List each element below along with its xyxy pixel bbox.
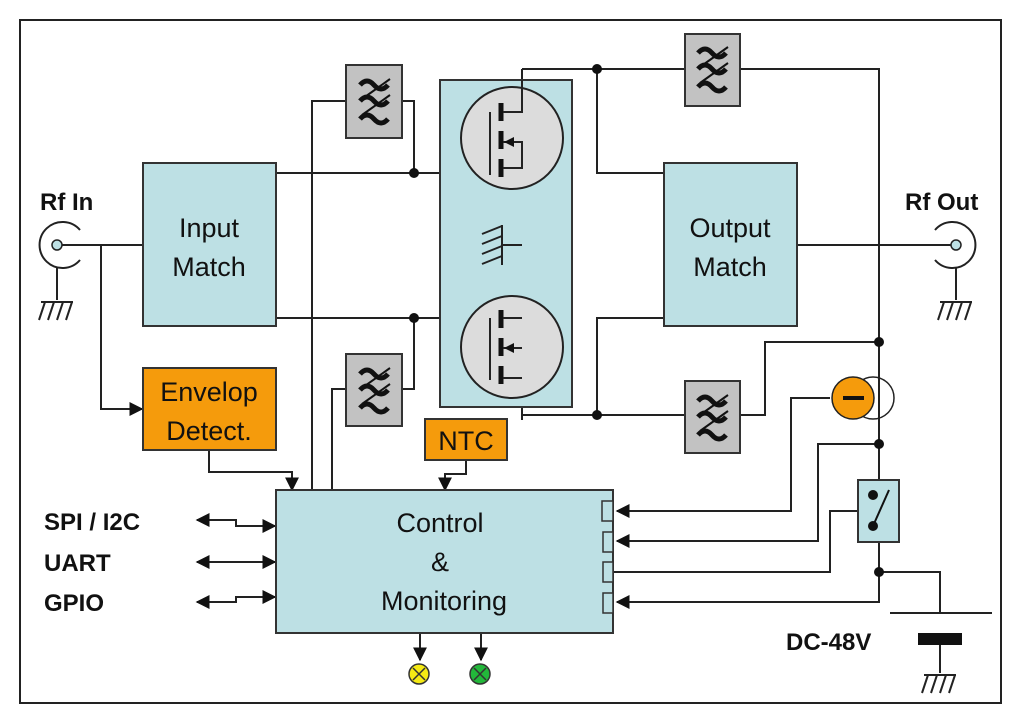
interface-spi-i2c: SPI / I2C xyxy=(44,509,140,536)
control-port-4 xyxy=(602,592,614,614)
yellow-indicator-lamp-icon xyxy=(408,663,430,685)
envelope-detect-line2: Detect. xyxy=(166,416,252,446)
transistor-package xyxy=(439,79,573,408)
control-monitoring-block: Control & Monitoring xyxy=(275,489,614,634)
control-port-3 xyxy=(602,561,614,583)
ground-icon xyxy=(38,301,74,321)
supply-switch-icon xyxy=(857,479,900,543)
rf-out-label: Rf Out xyxy=(905,189,978,216)
filter-top-right xyxy=(684,33,741,107)
diagram-frame xyxy=(19,19,1002,704)
filter-bottom-left xyxy=(345,353,403,427)
rf-in-connector xyxy=(38,221,81,321)
ntc-label: NTC xyxy=(438,426,494,456)
control-line2: & xyxy=(431,547,449,577)
control-port-2 xyxy=(602,531,614,553)
ntc-block: NTC xyxy=(424,418,508,461)
filter-bottom-right xyxy=(684,380,741,454)
envelope-detect-block: Envelop Detect. xyxy=(142,367,277,451)
output-match-line1: Output xyxy=(689,213,771,243)
ground-icon xyxy=(921,674,957,694)
output-match-line2: Match xyxy=(693,252,767,282)
control-line1: Control xyxy=(396,508,483,538)
interface-uart: UART xyxy=(44,550,111,577)
output-match-block: Output Match xyxy=(663,162,798,327)
green-indicator-lamp-icon xyxy=(469,663,491,685)
control-line3: Monitoring xyxy=(381,586,507,616)
dc-supply-label: DC-48V xyxy=(786,629,871,656)
mosfet-bottom-icon xyxy=(460,295,564,399)
rf-out-connector xyxy=(934,221,977,321)
ground-icon xyxy=(481,225,522,265)
rf-in-label: Rf In xyxy=(40,189,93,216)
filter-top-left xyxy=(345,64,403,139)
dc-supply-icon xyxy=(918,633,962,694)
input-match-line2: Match xyxy=(172,252,246,282)
input-match-block: Input Match xyxy=(142,162,277,327)
control-port-1 xyxy=(601,500,614,522)
mosfet-top-icon xyxy=(460,80,564,190)
ground-icon xyxy=(937,301,973,321)
input-match-line1: Input xyxy=(179,213,240,243)
interface-gpio: GPIO xyxy=(44,590,104,617)
current-sensor-icon xyxy=(831,376,895,420)
envelope-detect-line1: Envelop xyxy=(160,377,258,407)
